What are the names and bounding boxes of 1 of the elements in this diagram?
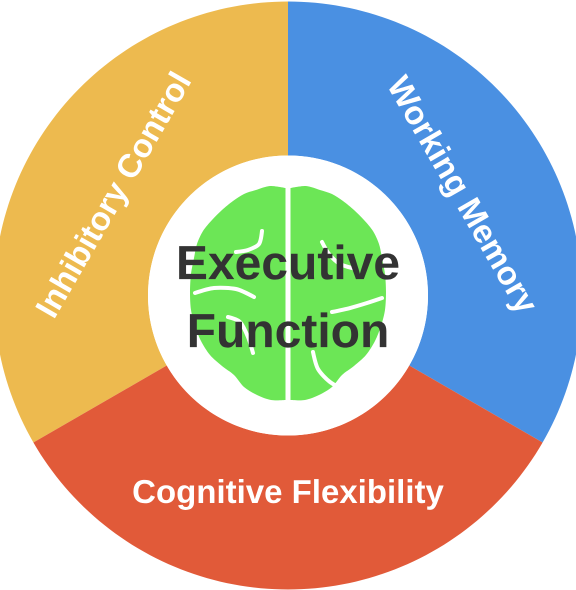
ring-segment: Cognitive Flexibility xyxy=(33,366,543,590)
